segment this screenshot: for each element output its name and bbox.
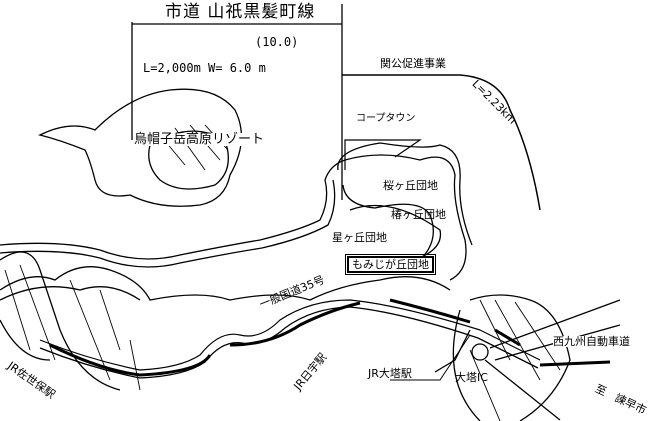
jr-railway: [49, 298, 521, 377]
hoshigaoka-label: 星ヶ丘団地: [332, 231, 387, 244]
mountain-road: [0, 159, 346, 260]
width-class: (10.0): [255, 35, 299, 49]
project-label: 関公促進事業: [380, 57, 446, 70]
resort-hatch: [148, 130, 229, 190]
danchi-road: [337, 142, 473, 281]
title-frame: [131, 4, 343, 200]
length-width-spec: L=2,000m W= 6.0 m: [143, 61, 266, 75]
jr-daito-label: JR大塔駅: [368, 367, 412, 380]
momijigaoka-label: もみじが丘団地: [345, 254, 436, 275]
hatched-zone-east: [452, 294, 571, 421]
coop-town-label: コープタウン: [356, 113, 416, 124]
tsubakigaoka-label: 椿ヶ丘団地: [391, 208, 446, 221]
daito-ic-label: 大塔IC: [455, 371, 488, 384]
sakuragaoka-label: 桜ヶ丘団地: [383, 179, 438, 192]
expressway-label: 西九州自動車道: [553, 335, 630, 348]
daito-ic-marker: [471, 343, 489, 361]
expressway: [489, 299, 621, 361]
page-title: 市道 山祇黒髪町線: [165, 2, 316, 22]
hatched-zone-west: [0, 251, 121, 391]
resort-label: 烏帽子岳高原リゾート: [134, 132, 265, 147]
resort-hatch-lines: [159, 124, 229, 171]
resort-terrain: [38, 88, 243, 207]
project-road: [342, 74, 541, 211]
